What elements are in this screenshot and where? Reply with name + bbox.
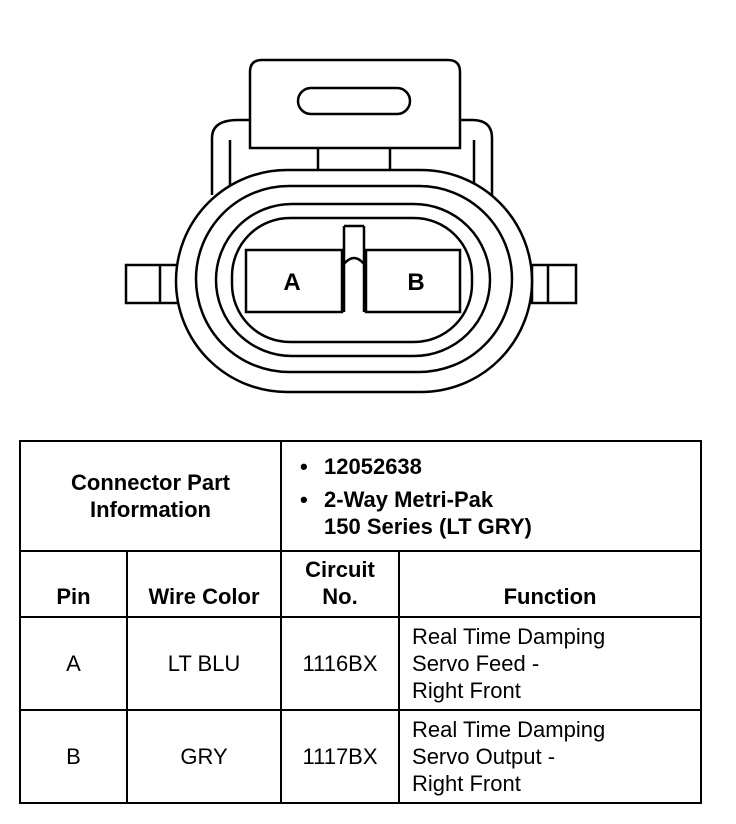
function-line: Right Front <box>412 678 521 703</box>
pin-cell: B <box>19 709 128 804</box>
part-info-label-line: Information <box>90 497 211 522</box>
connector-info-table: Connector Part Information • 12052638 • … <box>18 440 703 804</box>
connector-type-item: • 2-Way Metri-Pak 150 Series (LT GRY) <box>300 486 700 540</box>
function-line: Servo Output - <box>412 744 556 769</box>
connector-inner-ring <box>214 202 492 358</box>
terminal-cavity-b <box>364 248 462 314</box>
circuit-cell: 1117BX <box>280 709 401 804</box>
wire-color-cell: GRY <box>125 709 283 804</box>
function-cell: Real Time Damping Servo Output - Right F… <box>398 709 703 804</box>
circuit-cell: 1116BX <box>280 616 401 711</box>
part-info-details: • 12052638 • 2-Way Metri-Pak 150 Series … <box>280 440 703 552</box>
terminal-cavity-a <box>244 248 344 314</box>
table-row: B GRY 1117BX Real Time Damping Servo Out… <box>19 709 703 804</box>
left-ear-tab <box>124 263 180 305</box>
function-line: Servo Feed - <box>412 651 540 676</box>
part-number: 12052638 <box>324 453 422 479</box>
connector-cavity-wall <box>230 216 474 344</box>
col-header-circuit-line: No. <box>322 584 358 609</box>
bullet-icon: • <box>300 453 308 479</box>
function-line: Real Time Damping <box>412 717 606 742</box>
cavity-label-b: B <box>407 269 424 296</box>
function-line: Real Time Damping <box>412 624 606 649</box>
locking-tab <box>248 58 462 150</box>
right-ear-tab <box>530 263 578 305</box>
part-number-item: • 12052638 <box>300 453 700 480</box>
connector-seal-ring <box>194 184 514 374</box>
table-row: A LT BLU 1116BX Real Time Damping Servo … <box>19 616 703 711</box>
column-header-row: Pin Wire Color Circuit No. Function <box>19 550 703 618</box>
function-cell: Real Time Damping Servo Feed - Right Fro… <box>398 616 703 711</box>
polarization-key <box>342 226 366 312</box>
wire-color-cell: LT BLU <box>125 616 283 711</box>
connector-type-line: 2-Way Metri-Pak <box>324 486 494 512</box>
part-info-label: Connector Part Information <box>18 440 283 552</box>
col-header-function: Function <box>398 550 703 618</box>
part-info-label-line: Connector Part <box>71 470 230 495</box>
bullet-icon: • <box>300 486 308 512</box>
pin-cell: A <box>19 616 128 711</box>
connector-face-diagram: A B <box>124 58 578 394</box>
cavity-label-a: A <box>283 269 300 296</box>
part-info-row: Connector Part Information • 12052638 • … <box>18 440 703 552</box>
col-header-circuit-line: Circuit <box>305 557 375 582</box>
col-header-circuit: Circuit No. <box>280 550 401 618</box>
col-header-wire-color: Wire Color <box>125 550 283 618</box>
col-header-pin: Pin <box>19 550 128 618</box>
connector-type-line: 150 Series (LT GRY) <box>324 513 532 539</box>
function-line: Right Front <box>412 771 521 796</box>
locking-tab-slot <box>296 86 412 116</box>
